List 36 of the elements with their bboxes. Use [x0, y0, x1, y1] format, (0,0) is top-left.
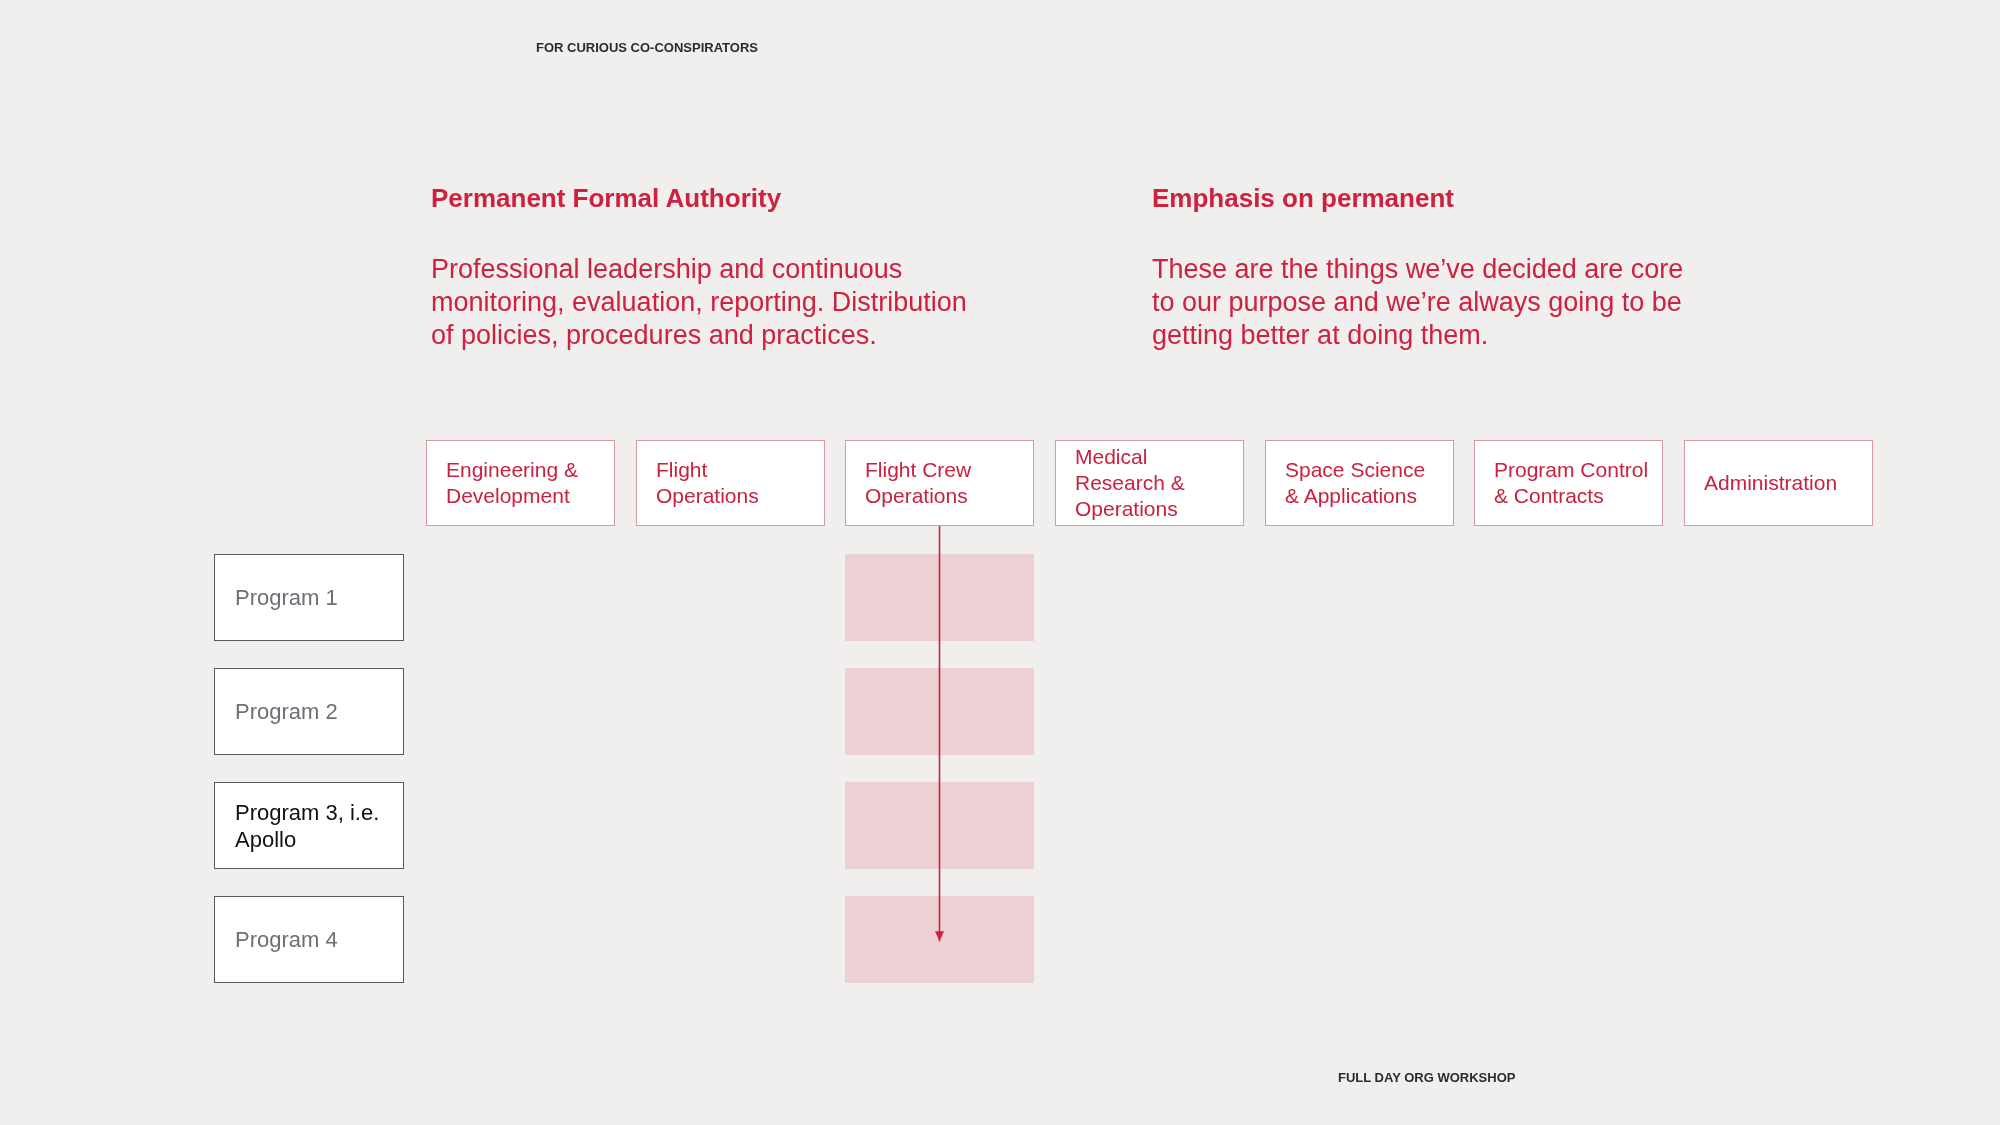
program-box — [214, 896, 404, 983]
department-box — [845, 440, 1034, 526]
section-heading: Permanent Formal Authority — [431, 183, 782, 213]
department-name: Engineering & Development — [446, 457, 579, 509]
department-name: Program Control & Contracts — [1494, 457, 1650, 509]
description-text: Professional leadership and continuous monitoring, evaluation, reporting. Distribution of policies, procedures and practices. — [431, 253, 968, 352]
department-box — [426, 440, 615, 526]
program-box — [214, 668, 404, 755]
tagline: FOR CURIOUS CO-CONSPIRATORS — [536, 40, 758, 56]
department-box — [1055, 440, 1244, 526]
shaded-block — [845, 896, 1034, 983]
arrow — [935, 868, 944, 943]
section-heading: Emphasis on permanent — [1152, 183, 1454, 213]
connector-line — [938, 640, 941, 756]
program-box — [214, 554, 404, 641]
connector-line — [938, 525, 941, 642]
department-name: Flight Operations — [656, 457, 760, 509]
program-name: Program 2 — [235, 698, 339, 725]
program-name: Program 1 — [235, 584, 339, 611]
department-box — [1474, 440, 1663, 526]
connector-line — [938, 754, 941, 870]
shaded-block — [845, 668, 1034, 755]
shaded-block — [845, 782, 1034, 869]
department-box — [1265, 440, 1454, 526]
footer-text: FULL DAY ORG WORKSHOP — [1338, 1070, 1516, 1086]
department-box — [1684, 440, 1873, 526]
department-box — [636, 440, 825, 526]
program-name: Program 4 — [235, 926, 339, 953]
department-name: Flight Crew Operations — [865, 457, 973, 509]
department-name: Administration — [1704, 470, 1839, 496]
description-text: These are the things we’ve decided are core to our purpose and we’re always going to be getting better at doing them. — [1152, 253, 1685, 352]
shaded-block — [845, 554, 1034, 641]
program-name: Program 3, i.e. Apollo — [235, 798, 381, 853]
department-name: Medical Research & Operations — [1075, 444, 1186, 522]
program-box — [214, 782, 404, 869]
department-name: Space Science & Applications — [1285, 457, 1427, 509]
